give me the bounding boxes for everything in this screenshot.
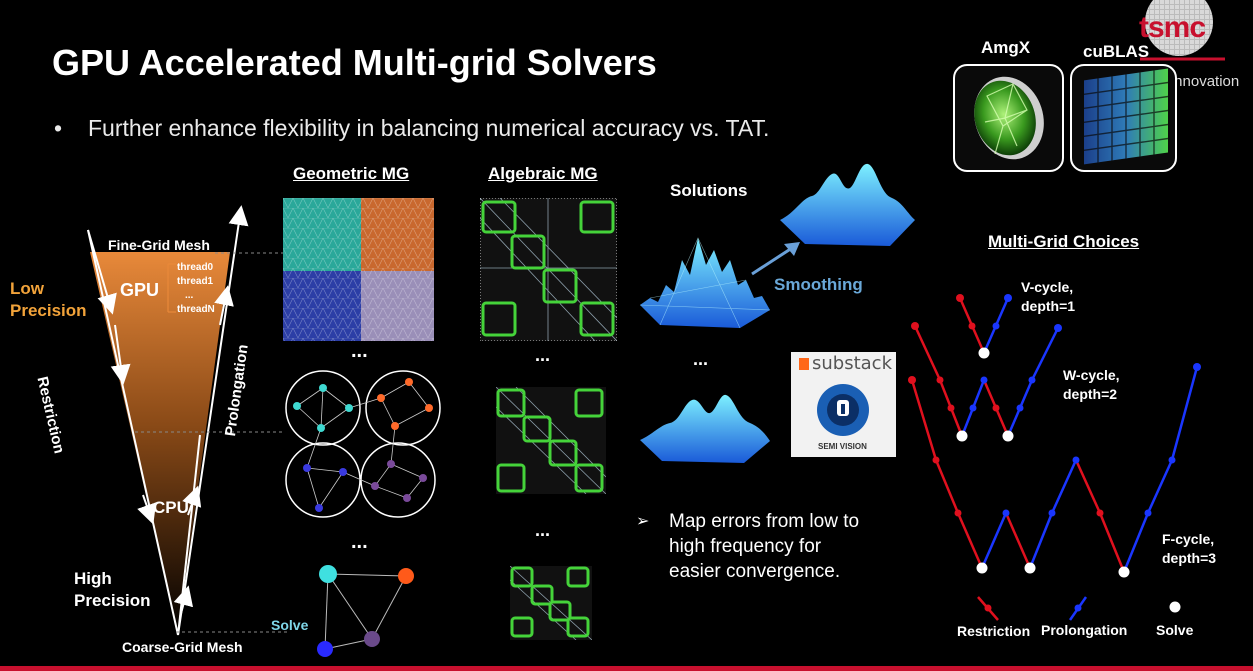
bullet-point: • Further enhance flexibility in balancin… (54, 115, 769, 142)
fine-mesh-image (283, 198, 434, 341)
geometric-ellipsis-2: ... (351, 531, 368, 553)
high-precision-line1: High (74, 569, 112, 588)
low-precision-line1: Low (10, 279, 44, 298)
solutions-ellipsis: ... (693, 349, 709, 369)
tsmc-logo-text: tsmc (1139, 11, 1206, 44)
bottom-accent-bar (0, 666, 1253, 671)
fine-matrix-graphic (479, 197, 618, 342)
low-precision-line2: Precision (10, 301, 87, 320)
wcycle-line1: W-cycle, (1063, 367, 1120, 383)
slide-title: GPU Accelerated Multi-grid Solvers (52, 42, 657, 83)
solve-label: Solve (271, 617, 309, 633)
fcycle-line1: F-cycle, (1162, 531, 1215, 547)
coarse-grid-label: Coarse-Grid Mesh (122, 639, 243, 655)
thread-ellipsis: ... (185, 290, 194, 301)
substack-icon (799, 358, 809, 370)
vcycle-line2: depth=1 (1021, 298, 1076, 314)
amgx-icon (974, 76, 1044, 160)
vcycle-line1: V-cycle, (1021, 279, 1074, 295)
coarse-matrix (509, 565, 593, 641)
wcycle-line2: depth=2 (1063, 386, 1118, 402)
bullet-marker: • (54, 115, 63, 141)
thread-0: thread0 (177, 262, 214, 273)
coarse-graph-graphic (317, 565, 414, 657)
wcycle-label: W-cycle, depth=2 (1063, 366, 1120, 404)
cpu-label: CPU (153, 498, 189, 517)
thread-list: thread0 thread1 ... threadN (177, 261, 215, 317)
tsmc-logo-graphic (1140, 0, 1225, 61)
legend-restriction: Restriction (957, 623, 1031, 639)
tsmc-logo: tsmc (1135, 0, 1253, 68)
algebraic-ellipsis-1: ... (535, 345, 551, 365)
solutions-header: Solutions (670, 181, 748, 200)
cublas-logo (1070, 64, 1177, 172)
semi-vision-icon (817, 384, 869, 436)
note-line-2: high frequency for (669, 536, 822, 557)
geometric-ellipsis-1: ... (351, 340, 368, 362)
multigrid-cycles-diagram (908, 294, 1201, 621)
vcycle-label: V-cycle, depth=1 (1021, 278, 1075, 316)
high-precision-line2: Precision (74, 591, 151, 610)
rough-solution-surface (639, 230, 771, 330)
smooth-solution-surface (780, 158, 915, 248)
smoothing-arrow (751, 242, 800, 276)
smooth-surface-graphic (780, 163, 915, 246)
substack-watermark: substack SEMI VISION (791, 352, 896, 457)
algebraic-mg-header: Algebraic MG (488, 164, 598, 183)
fcycle-line2: depth=3 (1162, 550, 1217, 566)
gpu-label: GPU (120, 280, 160, 300)
coarse-matrix-graphic (509, 565, 593, 641)
partition-graph-graphic (285, 370, 441, 518)
low-precision-label: Low Precision (10, 278, 87, 322)
note-line-1: Map errors from low to (669, 511, 860, 532)
convergence-note: ➢ Map errors from low to high frequency … (636, 509, 859, 584)
note-line-3: easier convergence. (669, 561, 841, 582)
smoothing-label: Smoothing (774, 275, 863, 294)
thread-1: thread1 (177, 276, 214, 287)
brand-partial-text: Innovation (1170, 73, 1240, 90)
funnel-graphic (87, 205, 290, 636)
amgx-logo (953, 64, 1064, 172)
partition-graph (283, 368, 453, 520)
thread-n: threadN (177, 304, 215, 315)
legend-solve: Solve (1156, 622, 1194, 638)
mid-matrix-graphic (495, 386, 607, 495)
coarse-graph (310, 560, 420, 660)
fine-mesh-graphic (283, 198, 434, 341)
coarse-surface-graphic (640, 394, 770, 463)
semi-vision-text: SEMI VISION (818, 442, 867, 451)
algebraic-ellipsis-2: ... (535, 520, 551, 540)
rough-surface-graphic (639, 237, 771, 329)
multigrid-funnel: Fine-Grid Mesh GPU thread0 thread1 ... t… (0, 195, 290, 660)
high-precision-label: High Precision (74, 568, 151, 612)
substack-name: substack (812, 353, 892, 374)
fcycle-label: F-cycle, depth=3 (1162, 530, 1216, 568)
bullet-text: Further enhance flexibility in balancing… (88, 115, 770, 141)
fine-matrix (479, 197, 618, 342)
mid-matrix (495, 386, 607, 495)
amgx-label: AmgX (981, 38, 1031, 57)
fine-grid-label: Fine-Grid Mesh (108, 237, 210, 253)
geometric-mg-header: Geometric MG (293, 164, 410, 183)
coarse-solution-surface (640, 385, 770, 465)
note-marker: ➢ (636, 513, 650, 530)
multigrid-choices-header: Multi-Grid Choices (988, 232, 1140, 251)
cublas-icon (1084, 68, 1168, 165)
legend-prolongation: Prolongation (1041, 622, 1128, 638)
cublas-label: cuBLAS (1083, 42, 1150, 61)
